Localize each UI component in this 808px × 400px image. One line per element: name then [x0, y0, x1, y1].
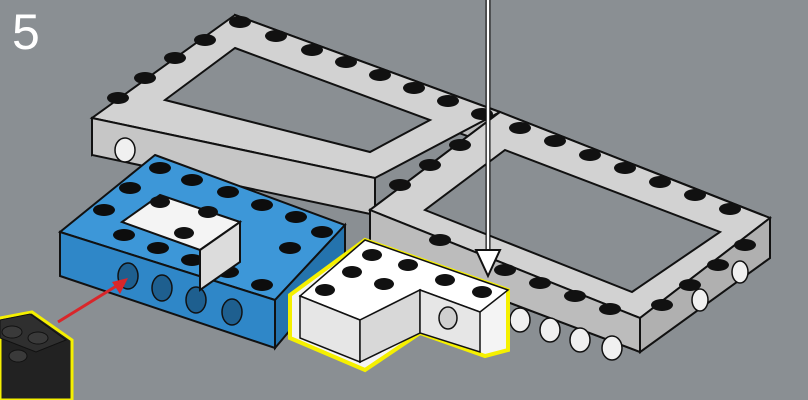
step-number: 5: [12, 4, 40, 60]
black-brick-part: [0, 312, 72, 400]
